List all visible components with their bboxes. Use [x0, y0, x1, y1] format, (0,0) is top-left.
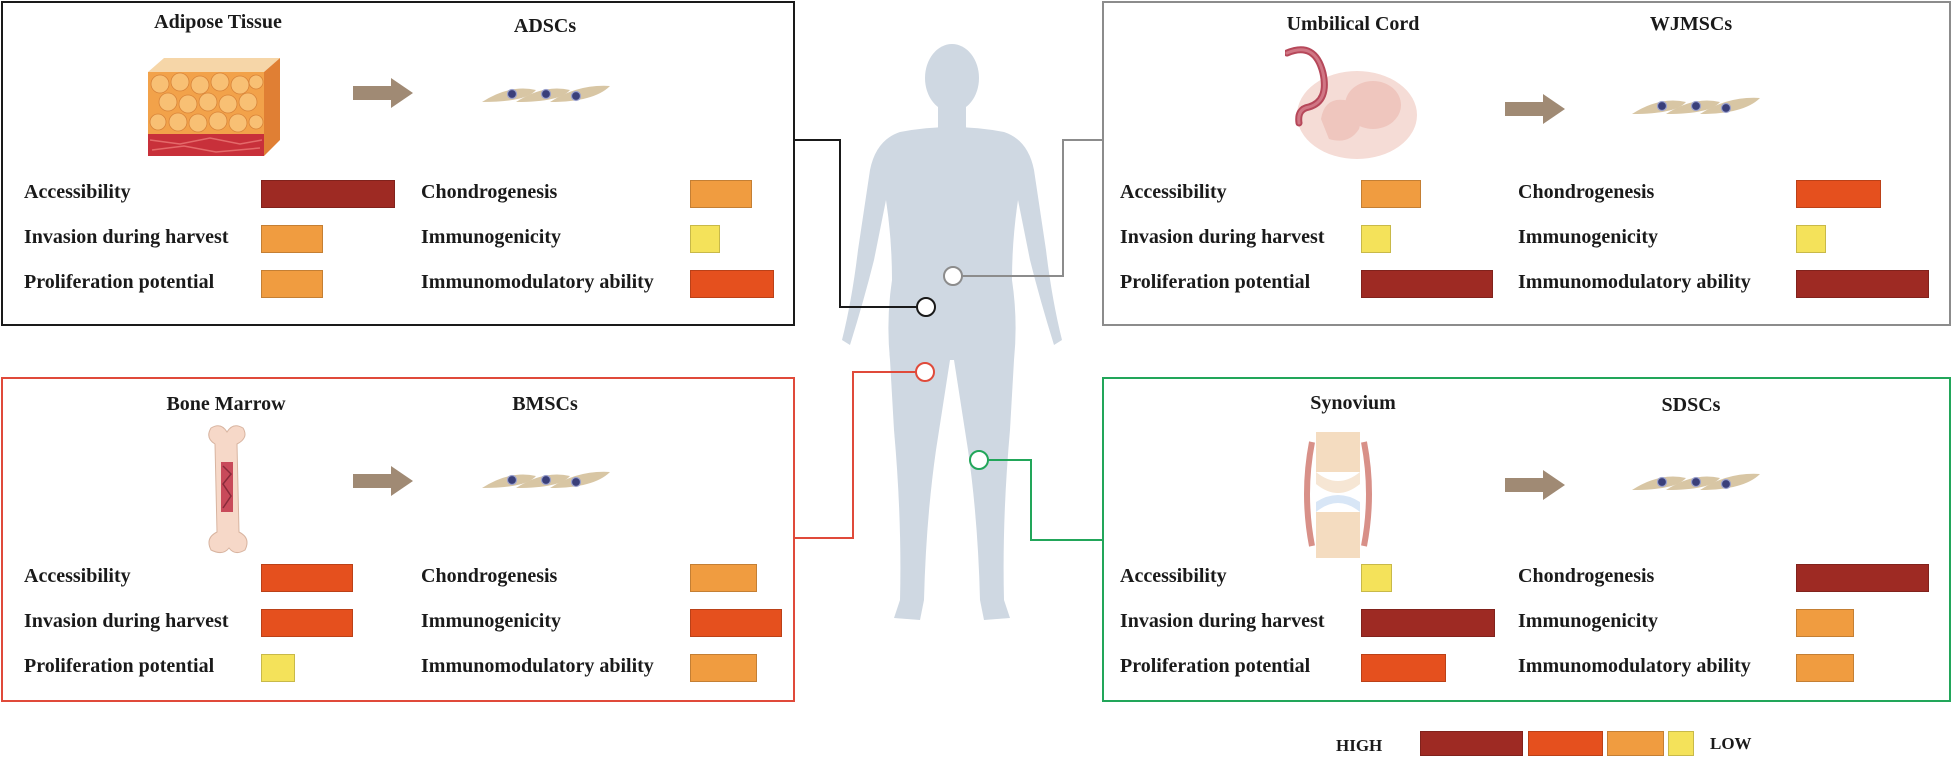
synovium-row-label: Invasion during harvest: [1120, 610, 1325, 632]
bone-row-label: Invasion during harvest: [24, 610, 229, 632]
legend-high-label: HIGH: [1336, 736, 1383, 755]
adipose-arrow: [353, 78, 413, 108]
synovium-rating-bar: [1796, 609, 1854, 637]
bone-row-label: Proliferation potential: [24, 655, 215, 677]
umbilical-rating-bar: [1361, 180, 1421, 208]
umbilical-row-label: Chondrogenesis: [1518, 181, 1655, 203]
connector-umbilical: [943, 139, 1102, 286]
bone-tissue-title: Bone Marrow: [166, 393, 286, 415]
panel-synovium: [1102, 377, 1951, 702]
umbilical-rating-bar: [1361, 270, 1493, 298]
adipose-tissue-title: Adipose Tissue: [154, 11, 282, 33]
bone-row-label: Immunomodulatory ability: [421, 655, 654, 677]
legend-swatch-mid-high: [1528, 731, 1603, 756]
synovium-row-label: Immunogenicity: [1518, 610, 1658, 632]
umbilical-rating-bar: [1361, 225, 1391, 253]
bone-rating-bar: [690, 609, 782, 637]
legend-swatch-mid-low: [1607, 731, 1664, 756]
synovium-row-label: Proliferation potential: [1120, 655, 1311, 677]
bone-illustration: [208, 425, 248, 554]
synovium-arrow: [1505, 470, 1565, 500]
synovium-cells-title: SDSCs: [1661, 394, 1721, 416]
adipose-rating-bar: [261, 180, 395, 208]
adipose-row-label: Proliferation potential: [24, 271, 215, 293]
bone-rating-bar: [690, 654, 757, 682]
synovium-rating-bar: [1361, 609, 1495, 637]
synovium-tissue-title: Synovium: [1310, 392, 1396, 414]
synovium-row-label: Immunomodulatory ability: [1518, 655, 1751, 677]
legend-swatch-low: [1668, 731, 1694, 756]
synovium-stem-cells: [1632, 473, 1760, 490]
adipose-row-label: Invasion during harvest: [24, 226, 229, 248]
umbilical-row-label: Proliferation potential: [1120, 271, 1311, 293]
bone-cells-title: BMSCs: [512, 393, 578, 415]
umbilical-rating-bar: [1796, 180, 1881, 208]
legend-low-label: LOW: [1710, 734, 1752, 753]
umbilical-tissue-title: Umbilical Cord: [1286, 13, 1420, 35]
bone-rating-bar: [261, 654, 295, 682]
adipose-rating-bar: [690, 225, 720, 253]
panel-bone: [1, 377, 795, 702]
adipose-tissue-illustration: [148, 58, 280, 156]
synovium-row-label: Accessibility: [1120, 565, 1227, 587]
adipose-row-label: Immunomodulatory ability: [421, 271, 654, 293]
adipose-rating-bar: [690, 270, 774, 298]
adipose-rating-bar: [690, 180, 752, 208]
synovium-row-label: Chondrogenesis: [1518, 565, 1655, 587]
bone-rating-bar: [690, 564, 757, 592]
adipose-rating-bar: [261, 225, 323, 253]
adipose-rating-bar: [261, 270, 323, 298]
synovium-rating-bar: [1361, 564, 1392, 592]
legend-swatch-high: [1420, 731, 1523, 756]
umbilical-row-label: Immunogenicity: [1518, 226, 1658, 248]
connector-synovium: [969, 450, 1102, 541]
bone-row-label: Immunogenicity: [421, 610, 561, 632]
human-body-silhouette: [842, 44, 1062, 620]
adipose-row-label: Accessibility: [24, 181, 131, 203]
adipose-row-label: Chondrogenesis: [421, 181, 558, 203]
bone-arrow: [353, 466, 413, 496]
umbilical-rating-bar: [1796, 225, 1826, 253]
umbilical-row-label: Immunomodulatory ability: [1518, 271, 1751, 293]
adipose-stem-cells: [482, 85, 610, 102]
adipose-cells-title: ADSCs: [513, 15, 577, 37]
bone-stem-cells: [482, 471, 610, 488]
synovial-joint-illustration: [1304, 432, 1372, 558]
bone-rating-bar: [261, 609, 353, 637]
umbilical-cord-illustration: [1285, 46, 1417, 159]
synovium-rating-bar: [1796, 654, 1854, 682]
umbilical-arrow: [1505, 94, 1565, 124]
synovium-rating-bar: [1796, 564, 1929, 592]
umbilical-row-label: Invasion during harvest: [1120, 226, 1325, 248]
panel-adipose: [1, 1, 795, 326]
umbilical-stem-cells: [1632, 97, 1760, 114]
adipose-row-label: Immunogenicity: [421, 226, 561, 248]
umbilical-rating-bar: [1796, 270, 1929, 298]
synovium-rating-bar: [1361, 654, 1446, 682]
bone-row-label: Accessibility: [24, 565, 131, 587]
umbilical-row-label: Accessibility: [1120, 181, 1227, 203]
connector-adipose: [795, 139, 936, 317]
bone-row-label: Chondrogenesis: [421, 565, 558, 587]
umbilical-cells-title: WJMSCs: [1649, 13, 1733, 35]
connector-bone: [795, 362, 935, 539]
bone-rating-bar: [261, 564, 353, 592]
